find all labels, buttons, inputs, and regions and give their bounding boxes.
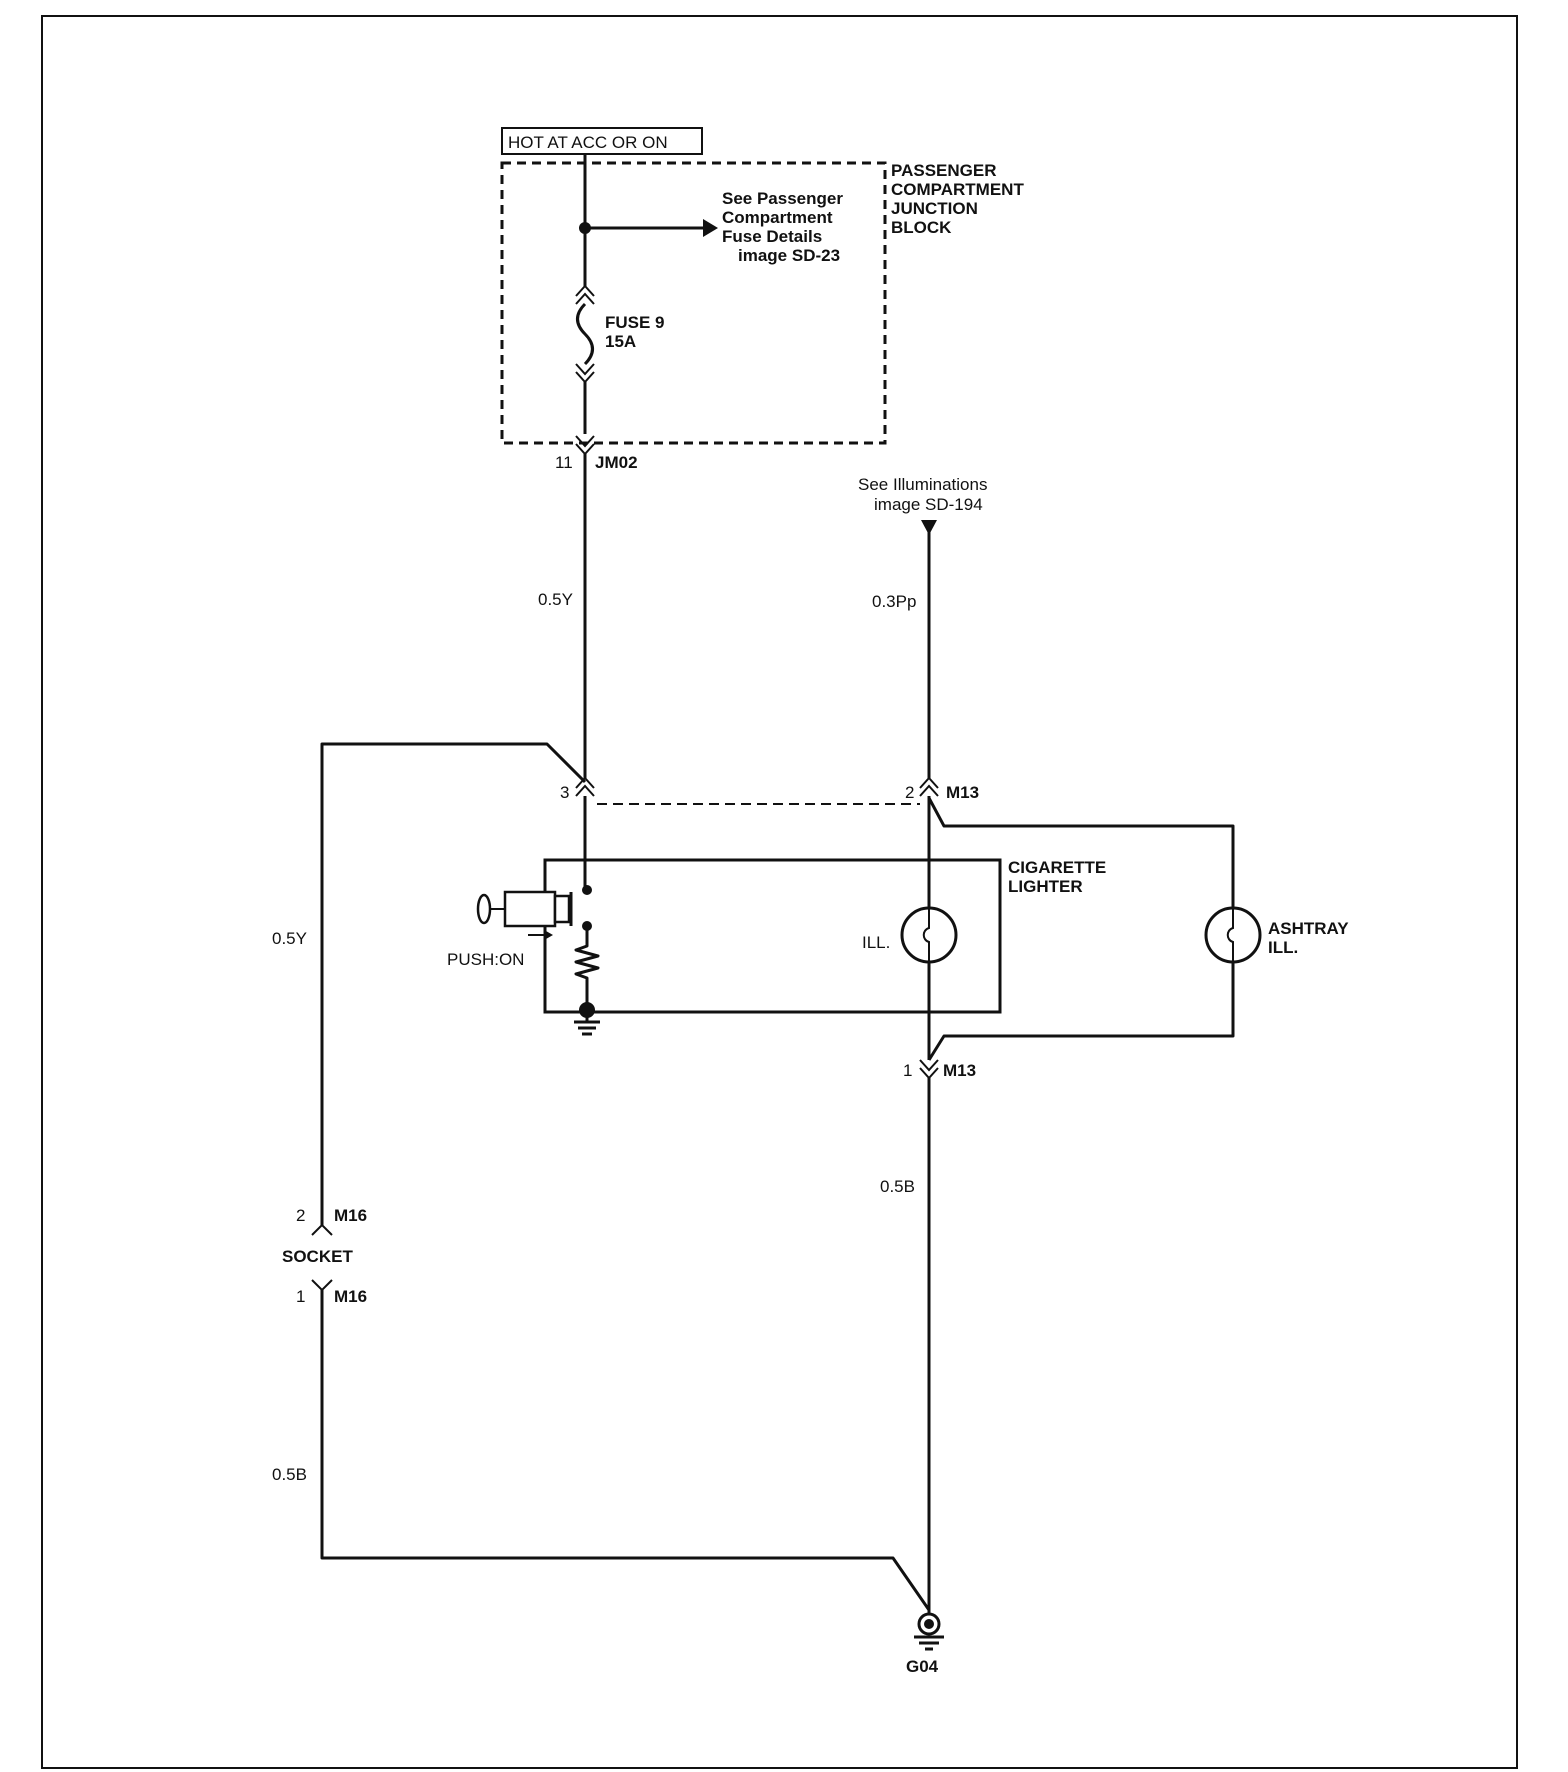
lighter-ground-dot <box>579 1002 595 1018</box>
g04-label: G04 <box>906 1657 939 1676</box>
wire-0-5b-left <box>320 1290 931 1611</box>
ashtray-feed <box>927 797 1235 908</box>
cigarette-lighter-label-2: LIGHTER <box>1008 877 1083 896</box>
fuse-ref-arrow-icon <box>703 219 718 237</box>
wire-label-0-5b-right: 0.5B <box>880 1177 915 1196</box>
junction-block-label: PASSENGER COMPARTMENT JUNCTION BLOCK <box>891 161 1024 237</box>
m16-bottom-pin: 1 <box>296 1287 305 1306</box>
cigarette-lighter-label-1: CIGARETTE <box>1008 858 1106 877</box>
connector-3-pin: 3 <box>560 783 569 802</box>
heating-element-icon <box>574 926 600 1010</box>
m13-bottom-name: M13 <box>943 1061 976 1080</box>
bulb-icon <box>900 906 958 964</box>
fuse-icon <box>575 284 595 384</box>
junction-block-box <box>500 161 887 445</box>
connector-3-icon <box>575 776 595 797</box>
svg-text:See Passenger: See Passenger <box>722 189 843 208</box>
ashtray-return <box>927 962 1235 1061</box>
page-border <box>41 15 1518 1769</box>
push-button-icon <box>476 890 573 939</box>
ashtray-label-1: ASHTRAY <box>1268 919 1349 938</box>
wire-label-0-5y-left: 0.5Y <box>272 929 307 948</box>
connector-m13-top-icon <box>919 776 939 797</box>
wire-0-5y-left <box>320 742 587 1225</box>
fuse-name: FUSE 9 <box>605 313 665 332</box>
jm02-pin: 11 <box>555 453 573 472</box>
svg-text:Fuse Details: Fuse Details <box>722 227 822 246</box>
svg-text:PASSENGER: PASSENGER <box>891 161 997 180</box>
svg-text:Compartment: Compartment <box>722 208 833 227</box>
m16-top-name: M16 <box>334 1206 367 1225</box>
m13-top-pin: 2 <box>905 783 914 802</box>
connector-jm02-icon <box>575 435 595 456</box>
ill-lamp-label: ILL. <box>862 933 890 952</box>
wire-label-0-5b-left: 0.5B <box>272 1465 307 1484</box>
illum-ref-line1: See Illuminations <box>858 475 987 494</box>
m13-bottom-pin: 1 <box>903 1061 912 1080</box>
socket-bottom-connector-icon <box>311 1279 333 1292</box>
svg-text:image SD-23: image SD-23 <box>738 246 840 265</box>
ground-icon <box>574 1012 600 1036</box>
svg-text:JUNCTION: JUNCTION <box>891 199 978 218</box>
illum-ref-arrow-icon <box>921 520 937 535</box>
push-on-label: PUSH:ON <box>447 950 524 969</box>
wire-label-0-3pp: 0.3Pp <box>872 592 916 611</box>
m16-top-pin: 2 <box>296 1206 305 1225</box>
fuse-ref-text: See Passenger Compartment Fuse Details i… <box>722 189 843 265</box>
svg-text:BLOCK: BLOCK <box>891 218 952 237</box>
lighter-contact-top <box>582 885 592 895</box>
m16-bottom-name: M16 <box>334 1287 367 1306</box>
hot-at-acc-label: HOT AT ACC OR ON <box>501 127 703 155</box>
fuse-rating: 15A <box>605 332 636 351</box>
connector-m13-bottom-icon <box>919 1059 939 1080</box>
socket-top-connector-icon <box>311 1223 333 1236</box>
jm02-name: JM02 <box>595 453 638 472</box>
hot-at-acc-text: HOT AT ACC OR ON <box>508 133 668 152</box>
ashtray-bulb-icon <box>1204 906 1262 964</box>
wire-label-0-5y-top: 0.5Y <box>538 590 573 609</box>
ashtray-label-2: ILL. <box>1268 938 1298 957</box>
illum-ref-line2: image SD-194 <box>874 495 983 514</box>
g04-ground-icon <box>914 1612 944 1651</box>
socket-label: SOCKET <box>282 1247 353 1266</box>
svg-text:COMPARTMENT: COMPARTMENT <box>891 180 1024 199</box>
m13-top-name: M13 <box>946 783 979 802</box>
